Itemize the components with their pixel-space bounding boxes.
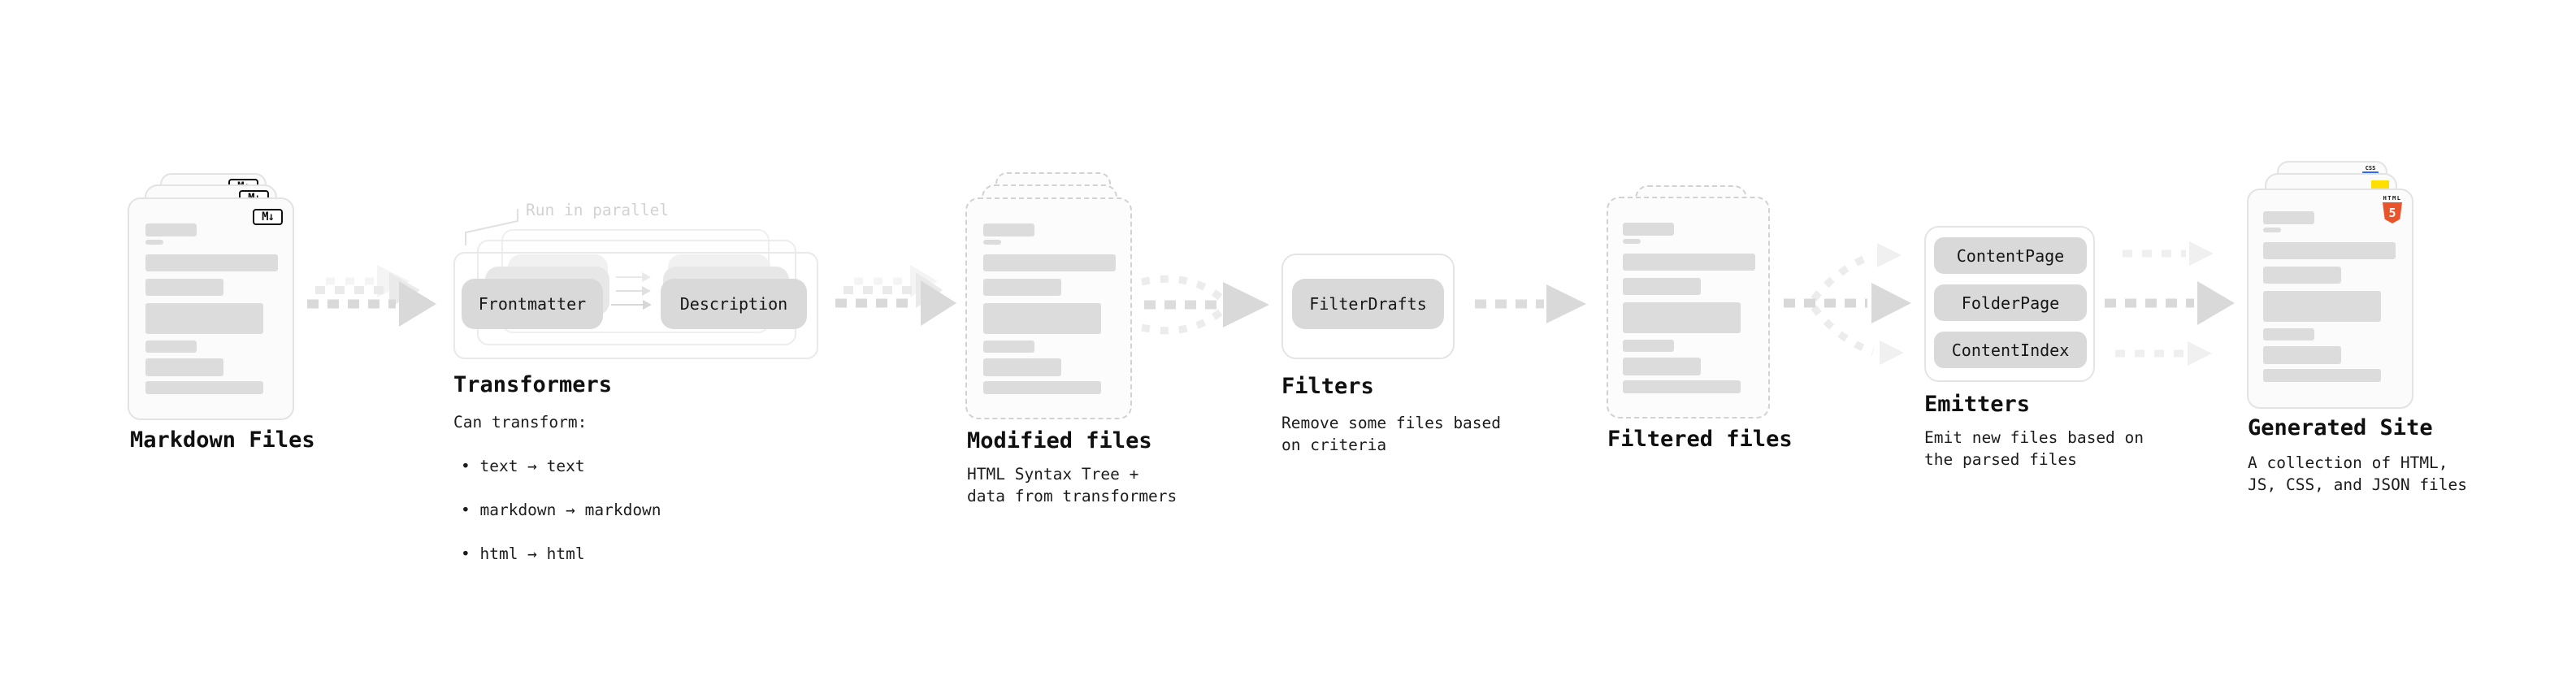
filter-pill: FilterDrafts bbox=[1292, 279, 1444, 329]
text-placeholder-bar bbox=[1623, 358, 1701, 375]
text-placeholder-bar bbox=[145, 223, 197, 236]
text-placeholder-bar bbox=[983, 279, 1061, 296]
html5-icon: HTML 5 bbox=[2383, 196, 2402, 223]
css-icon-label: CSS bbox=[2365, 165, 2376, 171]
text-placeholder-bar bbox=[1623, 278, 1701, 295]
modified-file-card bbox=[965, 197, 1132, 419]
transformers-bullet: • markdown → markdown bbox=[461, 501, 661, 519]
text-placeholder-bar bbox=[2263, 242, 2396, 259]
filters-desc: Remove some files based on criteria bbox=[1281, 414, 1502, 454]
text-placeholder-bar bbox=[983, 381, 1101, 394]
text-placeholder-bar bbox=[145, 254, 278, 271]
markdown-icon: M↓ bbox=[253, 209, 283, 225]
document-content-placeholder bbox=[1608, 198, 1768, 393]
emitters-desc: Emit new files based on the parsed files bbox=[1924, 428, 2144, 469]
text-placeholder-bar bbox=[2263, 228, 2281, 232]
emitter-pill-folderpage: FolderPage bbox=[1934, 284, 2087, 321]
generated-site-desc: A collection of HTML, JS, CSS, and JSON … bbox=[2248, 453, 2468, 494]
parallel-note: Run in parallel bbox=[526, 201, 670, 219]
text-placeholder-bar bbox=[1623, 302, 1741, 333]
markdown-file-card: M↓ bbox=[128, 197, 294, 420]
text-placeholder-bar bbox=[2263, 346, 2341, 364]
html5-icon-shield: 5 bbox=[2383, 202, 2402, 223]
document-content-placeholder bbox=[129, 199, 293, 394]
transformer-input-pill: Frontmatter bbox=[462, 279, 603, 329]
text-placeholder-bar bbox=[983, 358, 1061, 376]
text-placeholder-bar bbox=[1623, 254, 1755, 271]
flow-arrow-filters-to-filtered bbox=[1475, 284, 1586, 323]
text-placeholder-bar bbox=[145, 340, 197, 353]
emitter-pill-contentpage: ContentPage bbox=[1934, 237, 2087, 274]
text-placeholder-bar bbox=[145, 279, 223, 296]
text-placeholder-bar bbox=[145, 240, 163, 245]
stage-title-emitters: Emitters bbox=[1924, 392, 2031, 417]
text-placeholder-bar bbox=[2263, 328, 2314, 340]
text-placeholder-bar bbox=[983, 340, 1034, 353]
text-placeholder-bar bbox=[145, 381, 263, 394]
text-placeholder-bar bbox=[145, 303, 263, 334]
text-placeholder-bar bbox=[1623, 223, 1674, 236]
text-placeholder-bar bbox=[983, 223, 1034, 236]
emitter-pill-contentindex: ContentIndex bbox=[1934, 332, 2087, 368]
text-placeholder-bar bbox=[1623, 239, 1641, 244]
flow-arrow-filtered-to-emitters bbox=[1784, 243, 1911, 365]
text-placeholder-bar bbox=[2263, 369, 2381, 382]
text-placeholder-bar bbox=[145, 358, 223, 376]
transformers-bullet: • html → html bbox=[461, 544, 585, 563]
transformer-pill-arrows bbox=[611, 272, 652, 310]
flow-arrow-markdown-to-transformers bbox=[307, 265, 436, 327]
flow-arrow-emitters-to-generated bbox=[2105, 241, 2235, 366]
document-content-placeholder bbox=[2249, 190, 2412, 382]
transformer-layer-box bbox=[453, 252, 818, 359]
transformers-bullet: • text → text bbox=[461, 457, 585, 475]
html5-icon-label: HTML bbox=[2383, 195, 2402, 202]
text-placeholder-bar bbox=[1623, 340, 1674, 352]
transformer-output-pill: Description bbox=[661, 279, 807, 329]
transformers-desc-heading: Can transform: bbox=[453, 413, 588, 432]
parallel-note-leader-line bbox=[465, 209, 518, 245]
document-content-placeholder bbox=[967, 199, 1130, 394]
text-placeholder-bar bbox=[2263, 211, 2314, 224]
stage-title-generated-site: Generated Site bbox=[2248, 415, 2433, 440]
stage-title-filters: Filters bbox=[1281, 374, 1374, 399]
stage-title-filtered-files: Filtered files bbox=[1607, 427, 1793, 452]
text-placeholder-bar bbox=[2263, 291, 2381, 322]
stage-title-markdown-files: Markdown Files bbox=[130, 427, 315, 453]
text-placeholder-bar bbox=[983, 254, 1116, 271]
text-placeholder-bar bbox=[1623, 380, 1741, 393]
transformers-bullets: • text → text • markdown → markdown • ht… bbox=[461, 433, 661, 587]
flow-arrow-transformers-to-modified bbox=[835, 265, 956, 326]
modified-files-desc: HTML Syntax Tree + data from transformer… bbox=[967, 465, 1177, 505]
stage-title-modified-files: Modified files bbox=[967, 428, 1152, 453]
js-icon bbox=[2371, 180, 2389, 189]
text-placeholder-bar bbox=[983, 303, 1101, 334]
filtered-file-card bbox=[1607, 197, 1770, 419]
generated-html-file-card: HTML 5 bbox=[2247, 189, 2413, 409]
text-placeholder-bar bbox=[2263, 267, 2341, 284]
flow-arrow-modified-to-filters bbox=[1141, 275, 1269, 335]
stage-title-transformers: Transformers bbox=[453, 372, 613, 397]
text-placeholder-bar bbox=[983, 240, 1001, 245]
